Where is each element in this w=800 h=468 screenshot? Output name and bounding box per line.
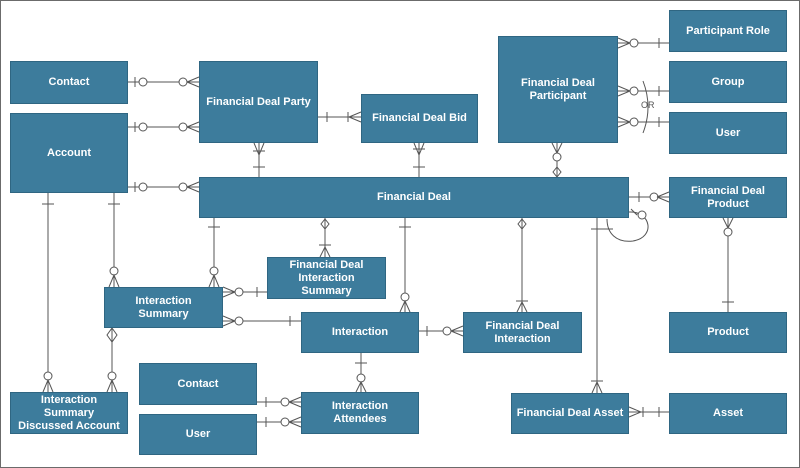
entity-interaction[interactable]: Interaction	[301, 312, 419, 353]
rel-is-interaction	[222, 315, 301, 327]
rel-deal-is	[208, 218, 220, 288]
entity-interaction-summary[interactable]: Interaction Summary	[104, 287, 223, 328]
entity-financial-deal-party[interactable]: Financial Deal Party	[199, 61, 318, 143]
rel-bid-deal	[413, 142, 425, 177]
rel-participant-deal	[551, 142, 563, 178]
entity-interaction-attendees[interactable]: Interaction Attendees	[301, 392, 419, 434]
entity-financial-deal-interaction[interactable]: Financial Deal Interaction	[463, 312, 582, 353]
rel-participant-group	[617, 85, 669, 97]
rel-contact-attendees	[257, 396, 302, 408]
entity-financial-deal-product[interactable]: Financial Deal Product	[669, 177, 787, 218]
entity-contact-bottom[interactable]: Contact	[139, 363, 257, 405]
or-arc	[642, 80, 649, 134]
rel-is-fdis	[222, 286, 267, 298]
rel-interaction-fdi	[419, 325, 464, 337]
entity-asset[interactable]: Asset	[669, 393, 787, 434]
rel-deal-fdi	[516, 218, 528, 313]
entity-account[interactable]: Account	[10, 113, 128, 193]
rel-deal-self	[601, 208, 649, 242]
entity-participant-role[interactable]: Participant Role	[669, 10, 787, 52]
rel-party-deal	[253, 142, 265, 177]
rel-is-isda	[106, 327, 118, 393]
rel-interaction-attendees	[355, 353, 367, 393]
rel-deal-product	[629, 191, 670, 203]
rel-account-deal	[128, 181, 200, 193]
rel-account-isda	[42, 193, 54, 393]
rel-contact-party	[128, 76, 200, 88]
rel-deal-fdis	[319, 218, 331, 258]
rel-dealproduct-product	[722, 217, 734, 312]
rel-user-attendees	[257, 416, 302, 428]
rel-deal-interaction	[399, 218, 411, 313]
entity-user-top[interactable]: User	[669, 112, 787, 154]
entity-contact-top[interactable]: Contact	[10, 61, 128, 104]
entity-group[interactable]: Group	[669, 61, 787, 103]
rel-party-bid	[318, 111, 362, 123]
entity-financial-deal[interactable]: Financial Deal	[199, 177, 629, 218]
entity-product[interactable]: Product	[669, 312, 787, 353]
entity-user-bottom[interactable]: User	[139, 414, 257, 455]
rel-deal-asset	[591, 218, 603, 394]
or-label: OR	[641, 100, 655, 110]
entity-financial-deal-participant[interactable]: Financial Deal Participant	[498, 36, 618, 143]
entity-financial-deal-bid[interactable]: Financial Deal Bid	[361, 94, 478, 143]
rel-account-is	[108, 193, 120, 288]
rel-participant-user	[617, 116, 669, 128]
rel-account-party	[128, 121, 200, 133]
entity-interaction-summary-discussed-account[interactable]: Interaction Summary Discussed Account	[10, 392, 128, 434]
entity-financial-deal-asset[interactable]: Financial Deal Asset	[511, 393, 629, 434]
rel-dealasset-asset	[628, 406, 669, 418]
entity-financial-deal-interaction-summary[interactable]: Financial Deal Interaction Summary	[267, 257, 386, 299]
rel-participant-role	[617, 37, 669, 49]
